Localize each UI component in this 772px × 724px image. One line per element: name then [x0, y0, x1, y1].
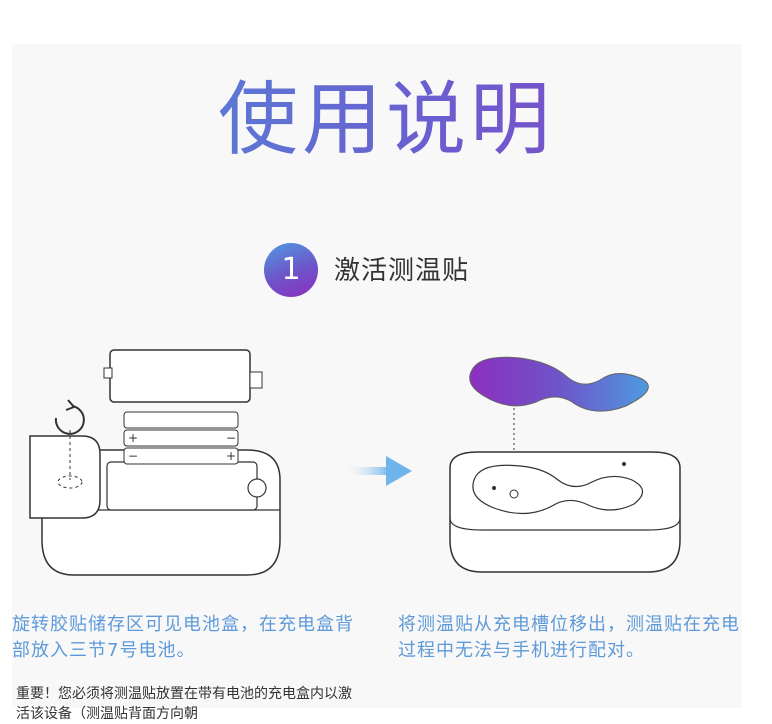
caption-right: 将测温贴从充电槽位移出，测温贴在充电过程中无法与手机进行配对。	[398, 614, 740, 661]
page-title: 使用说明	[0, 70, 772, 170]
step-number-badge: 1	[264, 243, 318, 297]
sticker-remove-illustration	[440, 340, 700, 594]
battery-minus-label: −	[226, 431, 236, 445]
battery-plus-label-2: +	[226, 449, 236, 463]
battery-icon: + − − +	[123, 411, 239, 465]
important-note: 重要！您必须将测温贴放置在带有电池的充电盒内以激活该设备（测温贴背面方向朝	[16, 686, 352, 722]
battery-install-illustration: + − − +	[12, 330, 312, 594]
caption-left: 旋转胶贴储存区可见电池盒，在充电盒背部放入三节7号电池。	[12, 614, 354, 661]
battery-minus-label-2: −	[128, 449, 138, 463]
step-title: 激活测温贴	[334, 256, 470, 286]
arrow-right-icon	[340, 456, 412, 486]
battery-plus-label: +	[128, 431, 138, 445]
